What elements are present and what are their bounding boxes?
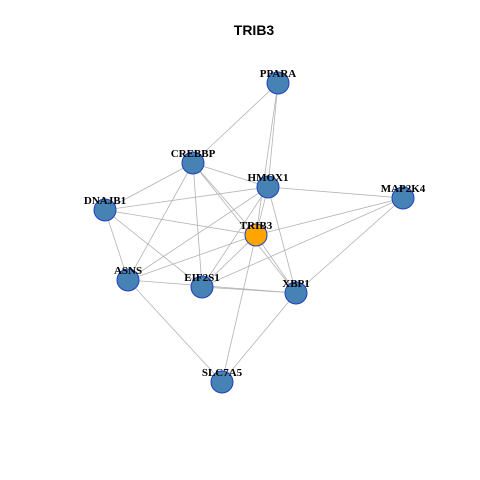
edge-eif2s1-xbp1 bbox=[201, 286, 297, 294]
edge-crebbp-dnajb1 bbox=[104, 162, 194, 211]
edge-crebbp-asns bbox=[127, 162, 194, 281]
edge-dnajb1-asns bbox=[104, 209, 129, 281]
edge-crebbp-xbp1 bbox=[192, 162, 297, 294]
node-circle-asns bbox=[116, 268, 140, 292]
edge-hmox1-asns bbox=[127, 186, 269, 281]
node-circle-xbp1 bbox=[284, 281, 308, 305]
node-label-asns: ASNS bbox=[114, 265, 142, 277]
edge-map2k4-xbp1 bbox=[295, 197, 404, 294]
node-circle-ppara bbox=[266, 71, 290, 95]
edge-hmox1-map2k4 bbox=[267, 186, 404, 199]
edge-ppara-trib3 bbox=[255, 82, 279, 236]
node-trib3: TRIB3 bbox=[240, 220, 273, 247]
node-circle-trib3 bbox=[244, 223, 268, 247]
node-crebbp: CREBBP bbox=[171, 148, 216, 175]
node-label-slc7a5: SLC7A5 bbox=[202, 367, 243, 379]
diagram-title: TRIB3 bbox=[234, 22, 275, 38]
node-label-map2k4: MAP2K4 bbox=[381, 183, 426, 195]
node-ppara: PPARA bbox=[260, 68, 297, 95]
edge-trib3-xbp1 bbox=[255, 234, 297, 294]
node-label-hmox1: HMOX1 bbox=[248, 172, 289, 184]
edge-trib3-asns bbox=[127, 234, 257, 281]
node-slc7a5: SLC7A5 bbox=[202, 367, 243, 394]
edge-dnajb1-eif2s1 bbox=[104, 209, 203, 288]
node-circle-eif2s1 bbox=[190, 275, 214, 299]
edge-map2k4-eif2s1 bbox=[201, 197, 404, 288]
edge-hmox1-eif2s1 bbox=[201, 186, 269, 288]
edge-crebbp-trib3 bbox=[192, 162, 257, 236]
edge-trib3-map2k4 bbox=[255, 197, 404, 236]
node-label-eif2s1: EIF2S1 bbox=[184, 272, 219, 284]
node-circle-slc7a5 bbox=[210, 370, 234, 394]
edge-ppara-crebbp bbox=[192, 82, 279, 164]
edge-xbp1-slc7a5 bbox=[221, 292, 297, 383]
node-label-ppara: PPARA bbox=[260, 68, 297, 80]
edge-ppara-hmox1 bbox=[267, 82, 279, 188]
node-circle-hmox1 bbox=[256, 175, 280, 199]
edge-dnajb1-trib3 bbox=[104, 209, 257, 236]
node-circle-map2k4 bbox=[391, 186, 415, 210]
node-map2k4: MAP2K4 bbox=[381, 183, 426, 210]
node-label-trib3: TRIB3 bbox=[240, 220, 273, 232]
edge-trib3-slc7a5 bbox=[221, 234, 257, 383]
node-xbp1: XBP1 bbox=[282, 278, 310, 305]
node-circle-dnajb1 bbox=[93, 198, 117, 222]
node-circle-crebbp bbox=[181, 151, 205, 175]
node-label-dnajb1: DNAJB1 bbox=[84, 195, 126, 207]
edge-hmox1-xbp1 bbox=[267, 186, 297, 294]
node-hmox1: HMOX1 bbox=[248, 172, 289, 199]
node-label-crebbp: CREBBP bbox=[171, 148, 216, 160]
node-eif2s1: EIF2S1 bbox=[184, 272, 220, 299]
node-dnajb1: DNAJB1 bbox=[84, 195, 126, 222]
edge-trib3-eif2s1 bbox=[201, 234, 257, 288]
node-label-xbp1: XBP1 bbox=[282, 278, 310, 290]
edge-hmox1-dnajb1 bbox=[104, 186, 269, 211]
edge-asns-slc7a5 bbox=[127, 279, 223, 383]
edge-crebbp-hmox1 bbox=[192, 162, 269, 188]
node-asns: ASNS bbox=[114, 265, 142, 292]
